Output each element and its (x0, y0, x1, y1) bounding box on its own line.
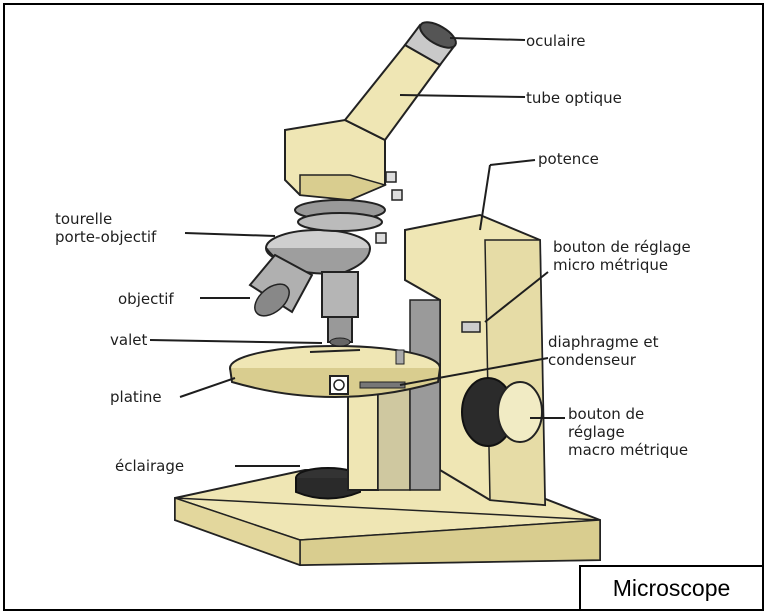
label-tube-optique: tube optique (526, 89, 622, 107)
label-potence: potence (538, 150, 599, 168)
label-objectif: objectif (118, 290, 174, 308)
objective-center-illustration (322, 272, 358, 346)
label-diaphragme-condenseur: diaphragme et condenseur (548, 333, 659, 369)
label-bouton-micro: bouton de réglage micro métrique (553, 238, 691, 274)
label-tourelle-porte-objectif: tourelle porte-objectif (55, 210, 156, 246)
label-platine: platine (110, 388, 162, 406)
label-oculaire: oculaire (526, 32, 586, 50)
macro-knob-illustration (462, 378, 542, 446)
caption-box: Microscope (579, 565, 762, 609)
optical-tube-illustration (345, 17, 460, 140)
label-eclairage: éclairage (115, 457, 184, 475)
stage-illustration (230, 346, 440, 397)
label-bouton-macro: bouton de réglage macro métrique (568, 405, 688, 459)
label-valet: valet (110, 331, 147, 349)
caption-text: Microscope (613, 575, 731, 602)
